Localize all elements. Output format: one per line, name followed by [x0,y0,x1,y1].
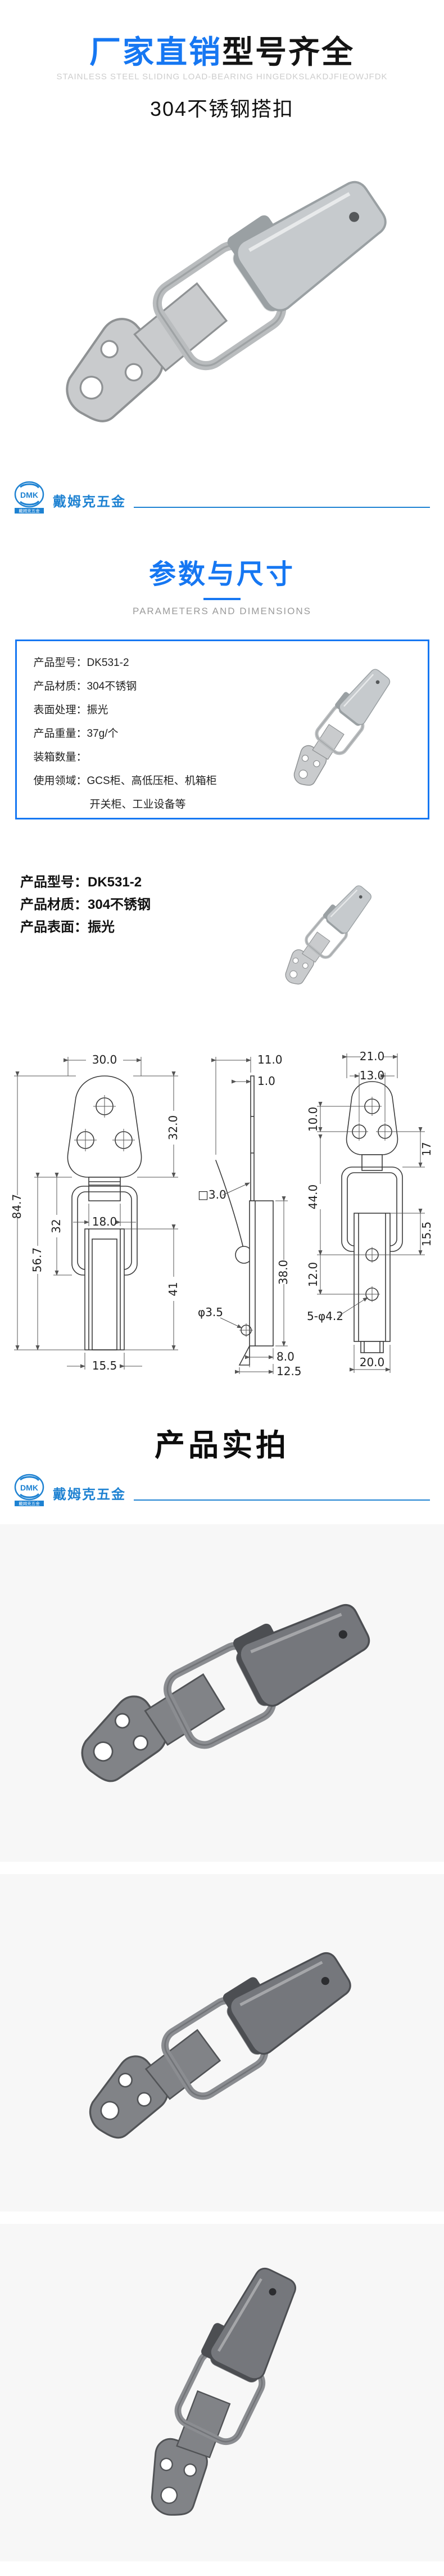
brand-name: 戴姆克五金 [53,494,126,510]
parameter-rows: 产品型号：DK531-2 产品材质：304不锈钢 表面处理：振光 产品重量：37… [34,651,217,817]
svg-text:5-φ4.2: 5-φ4.2 [307,1309,343,1323]
latch-illustration-photo-3 [130,2258,310,2528]
title-rest: 型号齐全 [222,34,355,70]
svg-text:φ3.5: φ3.5 [198,1305,223,1319]
spec-row-material: 产品材质：304不锈钢 [20,897,151,912]
logo-caption: 戴姆克五金 [19,508,40,514]
dmk-logo-icon: DMK 戴姆克五金 [14,1474,44,1506]
svg-text:8.0: 8.0 [277,1350,295,1363]
svg-text:15.5: 15.5 [92,1359,117,1372]
drawing-front-view: 30.0 32.0 18.0 84.7 56.7 32 41 15.5 [10,1053,180,1372]
product-photo-2 [0,1874,444,2212]
product-photo-3 [0,2223,444,2561]
hero-product-photo [0,122,444,482]
svg-text:30.0: 30.0 [92,1053,117,1066]
product-photo-1 [0,1524,444,1862]
svg-text:11.0: 11.0 [257,1053,283,1066]
spec-row-model: 产品型号：DK531-2 [20,874,142,890]
svg-text:12.0: 12.0 [306,1262,320,1287]
parameter-box-photo [257,643,425,816]
latch-illustration-spec [276,879,377,991]
svg-text:12.5: 12.5 [277,1364,302,1378]
parameter-box: 产品型号：DK531-2 产品材质：304不锈钢 表面处理：振光 产品重量：37… [15,639,429,819]
page-title: 厂家直销型号齐全 [0,35,444,70]
svg-text:1.0: 1.0 [257,1074,275,1088]
page-header: 厂家直销型号齐全 STAINLESS STEEL SLIDING LOAD-BE… [0,0,444,122]
svg-text:15.5: 15.5 [420,1221,433,1246]
brand-name: 戴姆克五金 [53,1487,126,1502]
section-title: 参数与尺寸 [148,559,295,589]
logo-abbr: DMK [20,1483,38,1492]
technical-drawings: 30.0 32.0 18.0 84.7 56.7 32 41 15.5 [0,1032,444,1381]
spec-row-surface: 产品表面：振光 [20,919,115,935]
latch-illustration-photo-2 [72,1934,361,2155]
spec-rows: 产品型号：DK531-2 产品材质：304不锈钢 产品表面：振光 [20,871,151,939]
brand-divider-line [134,506,430,508]
product-name: 304不锈钢搭扣 [149,97,295,120]
svg-text:41: 41 [166,1282,180,1296]
drawing-back-view: 21.0 13.0 10.0 17 44.0 15.5 12.0 5-φ4.2 … [306,1050,433,1373]
dmk-logo-icon: DMK 戴姆克五金 [14,481,44,514]
brand-row: DMK 戴姆克五金 戴姆克五金 [0,481,444,519]
svg-text:44.0: 44.0 [306,1184,320,1209]
brand-divider-line [134,1499,430,1501]
logo-abbr: DMK [20,490,38,499]
drawing-side-view: 11.0 1.0 □3.0 38.0 φ3.5 8.0 12.5 [198,1053,302,1378]
svg-text:32.0: 32.0 [166,1115,180,1140]
svg-text:□3.0: □3.0 [198,1188,226,1201]
svg-text:56.7: 56.7 [30,1247,44,1272]
svg-text:84.7: 84.7 [10,1194,24,1219]
photos-section-title: 产品实拍 [155,1428,289,1462]
svg-text:21.0: 21.0 [360,1050,385,1063]
logo-caption: 戴姆克五金 [19,1501,40,1506]
svg-text:13.0: 13.0 [360,1069,385,1082]
param-row-usage-2: 开关柜、工业设备等 [89,798,186,810]
latch-illustration-small [283,662,397,793]
svg-text:18.0: 18.0 [92,1215,117,1228]
title-highlight: 厂家直销 [89,34,222,70]
title-subtitle-en: STAINLESS STEEL SLIDING LOAD-BEARING HIN… [56,71,388,82]
latch-illustration-photo-1 [65,1584,379,1799]
svg-text:20.0: 20.0 [360,1355,385,1369]
param-row-model: 产品型号：DK531-2 [33,656,129,669]
param-row-usage: 使用领域：GCS柜、高低压柜、机箱柜 [33,774,217,787]
section-subtitle-en: PARAMETERS AND DIMENSIONS [133,605,311,616]
param-row-material: 产品材质：304不锈钢 [33,680,137,692]
brand-row-2: DMK 戴姆克五金 戴姆克五金 [0,1474,444,1512]
param-row-weight: 产品重量：37g/个 [33,727,119,740]
svg-text:10.0: 10.0 [306,1106,320,1132]
svg-text:38.0: 38.0 [277,1259,290,1285]
spec-block: 产品型号：DK531-2 产品材质：304不锈钢 产品表面：振光 [0,871,444,1012]
param-row-finish: 表面处理：振光 [33,704,108,716]
parameters-section-header: 参数与尺寸 PARAMETERS AND DIMENSIONS [0,552,444,617]
latch-illustration-hero [43,159,400,443]
param-row-packing: 装箱数量： [33,751,87,763]
section-underline [203,597,241,600]
svg-text:17: 17 [420,1142,433,1156]
svg-text:32: 32 [49,1219,63,1233]
spec-photo [256,862,399,1011]
